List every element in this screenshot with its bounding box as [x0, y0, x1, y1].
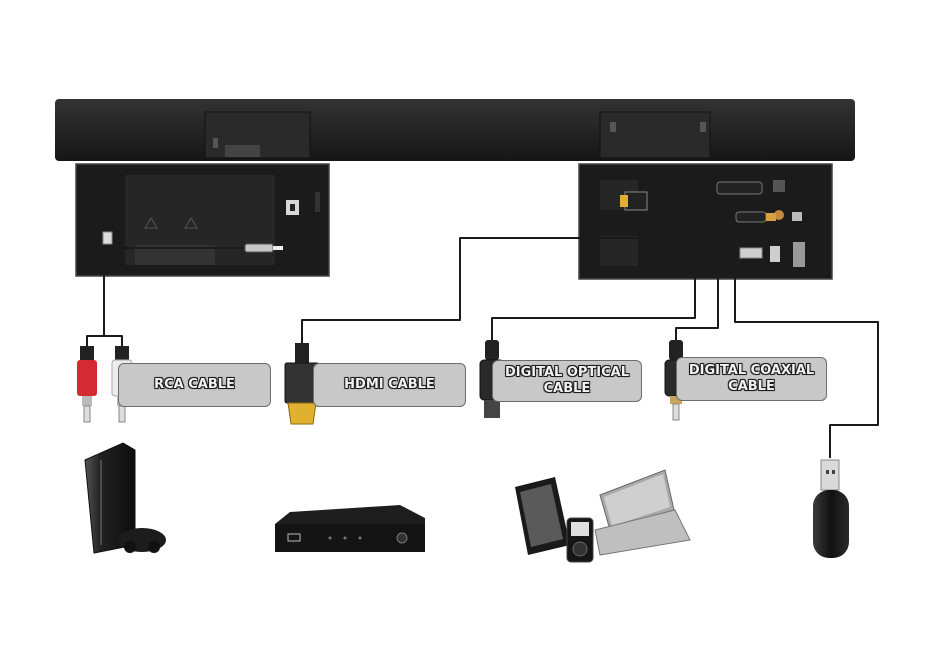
digital-optical-cable-label: DIGITAL OPTICAL CABLE — [492, 360, 642, 402]
hdmi-cable-text: HDMI CABLE — [344, 377, 435, 393]
left-panel-zoom — [76, 164, 329, 276]
digital-optical-cable-text: DIGITAL OPTICAL CABLE — [505, 365, 629, 397]
digital-coaxial-cable-label: DIGITAL COAXIAL CABLE — [676, 357, 827, 401]
usb-stick-icon — [813, 460, 849, 558]
rca-cable-label: RCA CABLE — [118, 363, 271, 407]
rca-plug-red-icon — [77, 346, 97, 422]
right-panel-zoom — [579, 164, 832, 279]
soundbar — [55, 99, 855, 161]
rca-cable-text: RCA CABLE — [154, 377, 235, 393]
game-console-icon — [85, 443, 166, 553]
hdmi-cable-label: HDMI CABLE — [313, 363, 466, 407]
digital-coaxial-cable-text: DIGITAL COAXIAL CABLE — [689, 363, 814, 395]
tablet-laptop-player-icon — [515, 470, 690, 562]
set-top-box-icon — [275, 505, 425, 552]
